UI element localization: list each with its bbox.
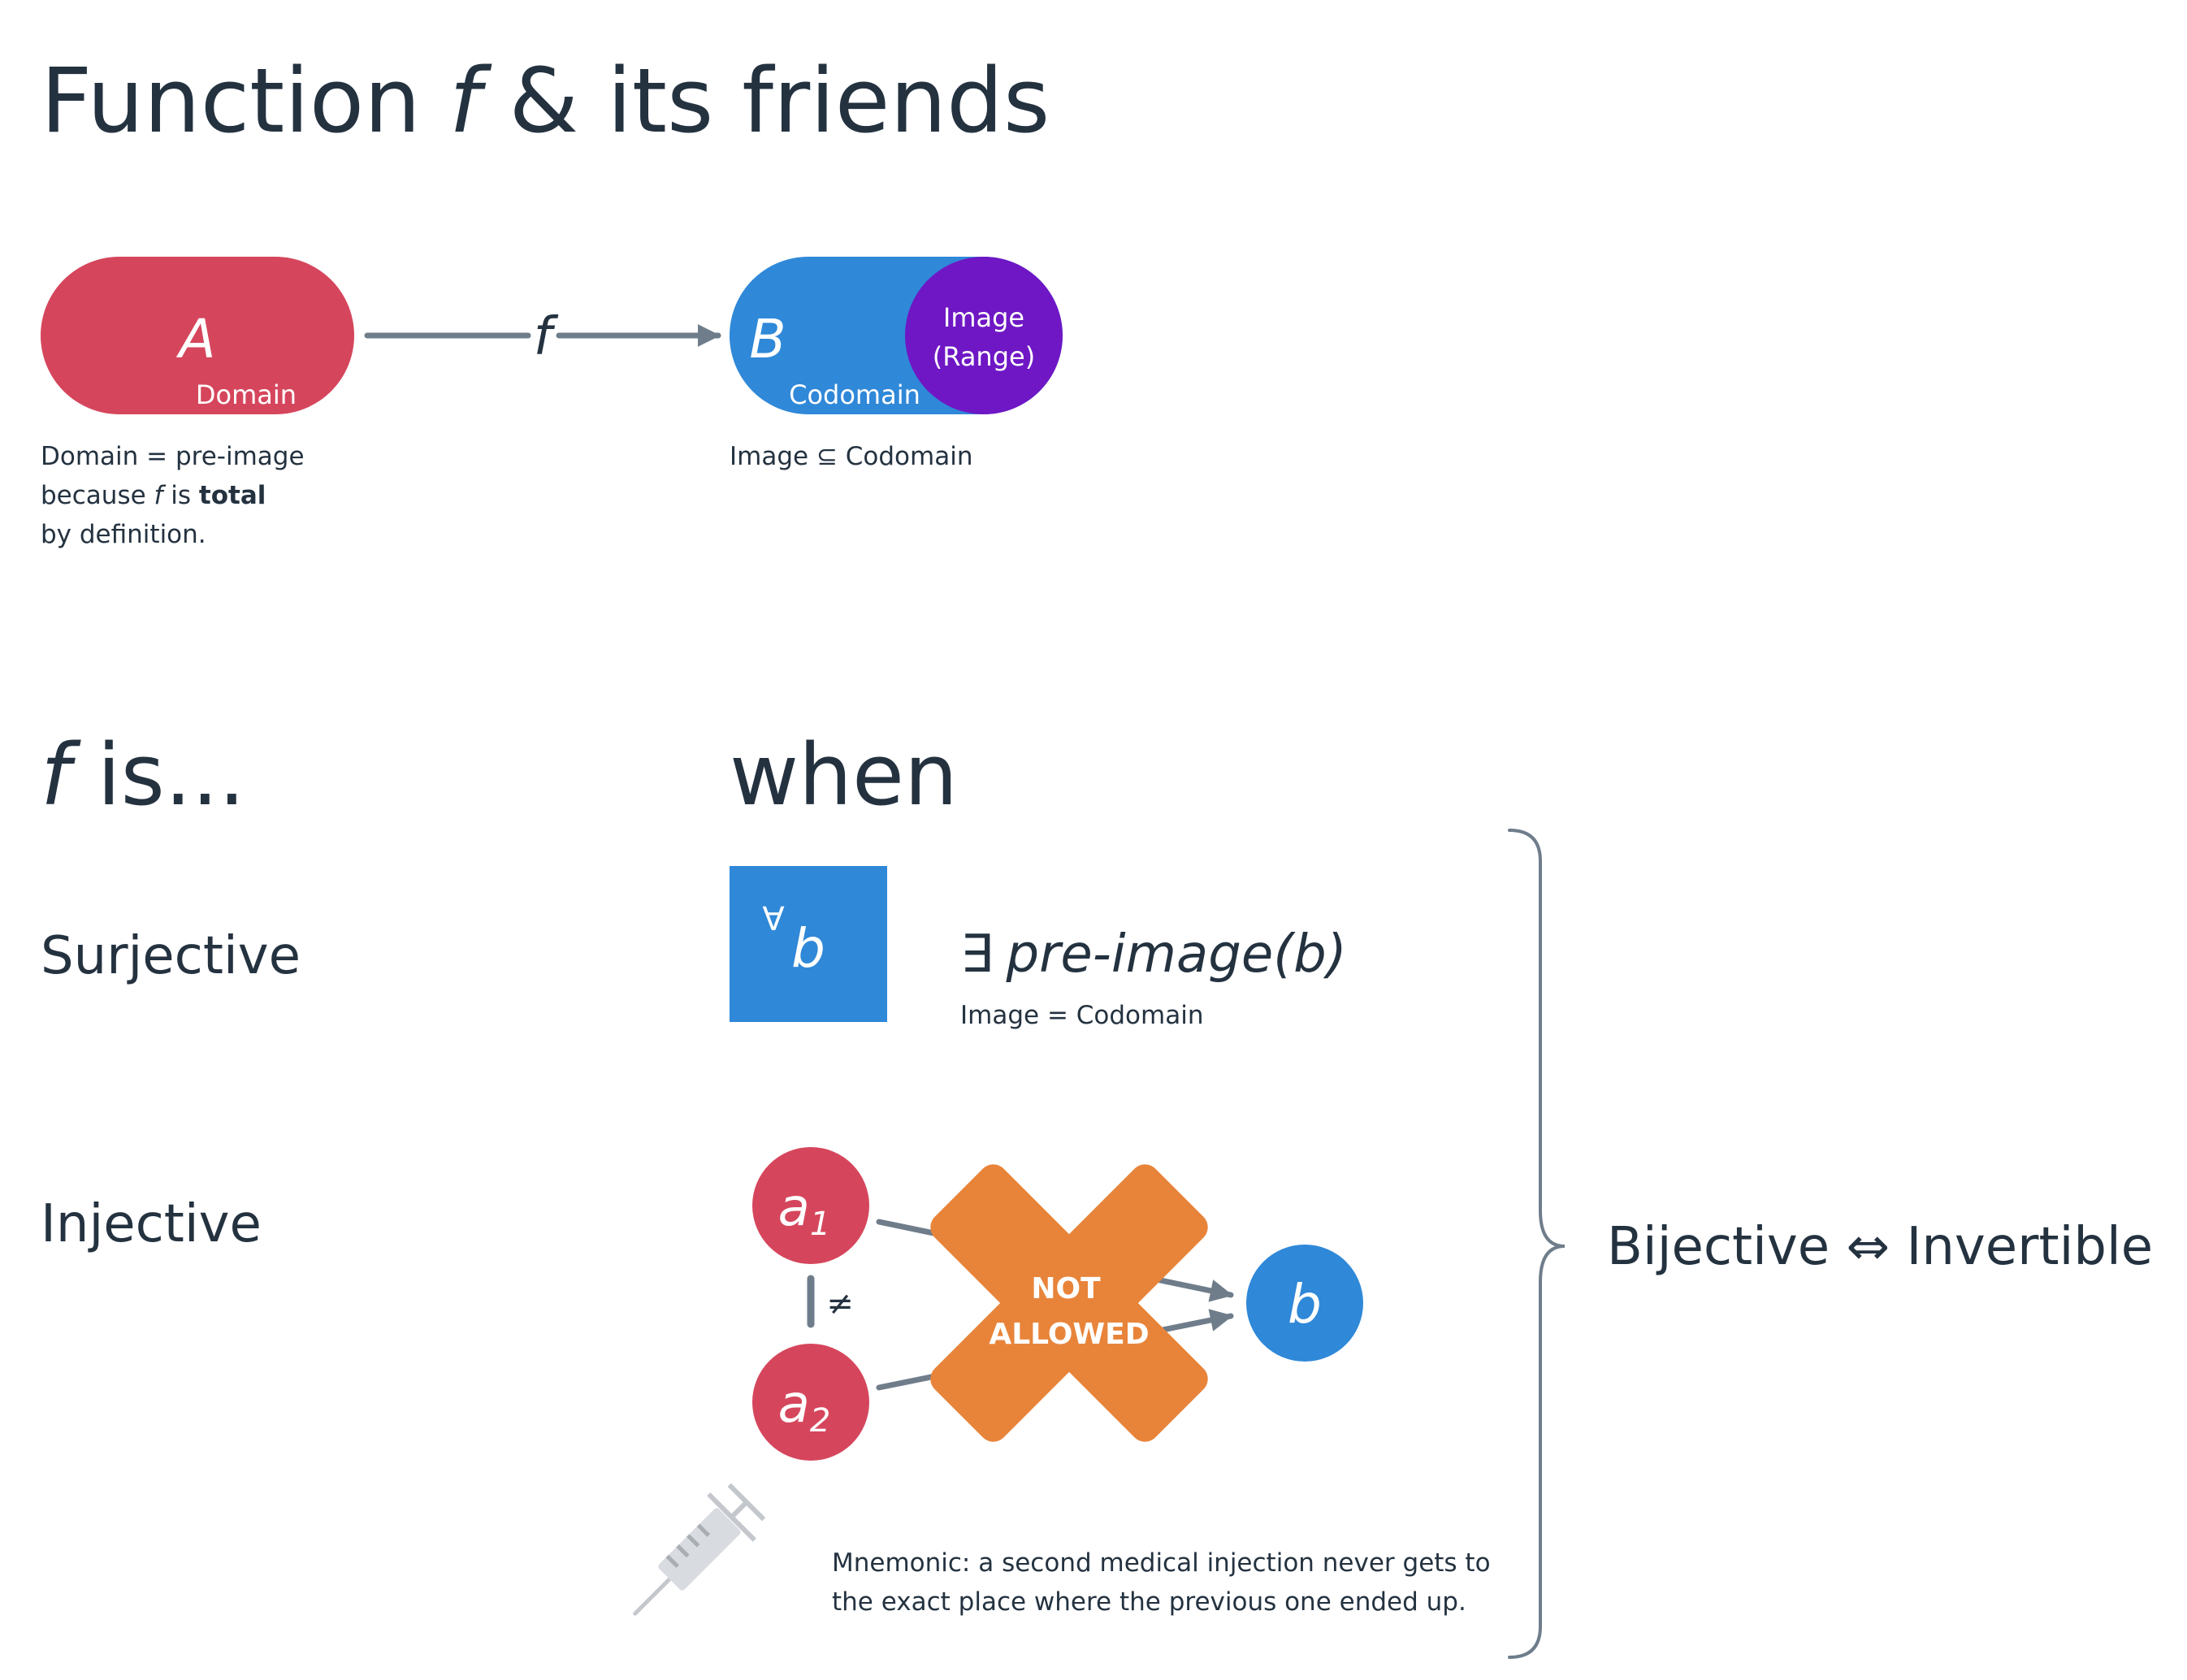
bijective-brace xyxy=(1508,829,1566,1659)
f-is-heading: f is... xyxy=(41,725,245,825)
domain-note-line3: by definition. xyxy=(41,520,206,549)
neq-symbol: ≠ xyxy=(826,1285,854,1323)
codomain-label: Codomain xyxy=(789,379,920,410)
codomain-note: Image ⊆ Codomain xyxy=(730,442,972,471)
exists-preimage: ∃pre-image(b) xyxy=(960,924,1347,985)
a2-label: a2 xyxy=(778,1375,831,1440)
f-is-suffix: is... xyxy=(71,725,245,825)
image-label-line2: (Range) xyxy=(933,341,1035,372)
forall-b-letter: b xyxy=(791,917,825,980)
domain-note-is: is xyxy=(162,481,198,510)
domain-letter: A xyxy=(175,308,215,370)
preimage-text: pre-image(b) xyxy=(1005,924,1346,985)
mnemonic-line2: the exact place where the previous one e… xyxy=(832,1587,1466,1617)
surjective-note: Image = Codomain xyxy=(960,1001,1203,1030)
page-title: Function f & its friends xyxy=(41,49,1050,153)
codomain-letter: B xyxy=(749,308,786,370)
image-label-line1: Image xyxy=(943,302,1024,333)
surjective-label: Surjective xyxy=(41,926,301,986)
cross-bar-2 xyxy=(930,1164,1208,1442)
function-arrow-label: f xyxy=(534,307,559,367)
domain-note-because: because xyxy=(41,481,154,510)
not-allowed-line1: NOT xyxy=(1031,1272,1101,1305)
b-node xyxy=(1246,1245,1363,1362)
b-node-label: b xyxy=(1288,1273,1322,1336)
a1-subscript: 1 xyxy=(810,1206,830,1243)
syringe-icon xyxy=(633,1483,766,1616)
not-allowed-line2: ALLOWED xyxy=(989,1318,1149,1351)
title-prefix: Function xyxy=(41,49,449,153)
exists-symbol: ∃ xyxy=(960,924,993,985)
domain-note-total: total xyxy=(199,481,266,510)
when-heading: when xyxy=(730,725,958,825)
forall-b-box xyxy=(730,866,887,1022)
domain-label: Domain xyxy=(196,379,297,410)
title-suffix: & its friends xyxy=(481,49,1050,153)
domain-note-line2: because f is total xyxy=(41,481,266,510)
a2-node xyxy=(752,1344,869,1461)
bijective-label: Bijective ⇔ Invertible xyxy=(1607,1217,2153,1277)
forall-symbol: ∀ xyxy=(762,901,785,938)
injective-label: Injective xyxy=(41,1194,262,1254)
domain-pill xyxy=(41,257,354,414)
a1-node xyxy=(752,1147,869,1264)
a1-letter: a xyxy=(778,1178,810,1238)
mnemonic-line1: Mnemonic: a second medical injection nev… xyxy=(832,1548,1491,1578)
a1-label: a1 xyxy=(778,1178,831,1243)
a2-subscript: 2 xyxy=(810,1402,830,1440)
a2-letter: a xyxy=(778,1375,810,1435)
not-allowed-cross xyxy=(930,1164,1208,1442)
image-circle xyxy=(905,257,1063,414)
domain-note-line1: Domain = pre-image xyxy=(41,442,305,471)
